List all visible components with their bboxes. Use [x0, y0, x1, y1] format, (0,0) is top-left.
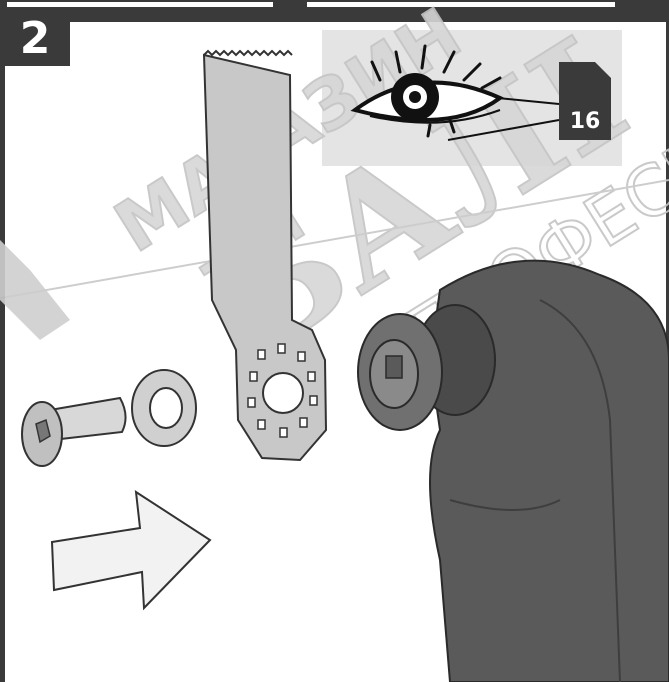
- page-reference-number: 16: [559, 109, 611, 134]
- arrow-right-icon: [52, 492, 210, 608]
- page-fold: [595, 62, 611, 78]
- step-number-badge: 2: [0, 12, 70, 66]
- screw: [22, 398, 126, 466]
- multi-tool: [358, 261, 669, 682]
- nut: [132, 370, 196, 446]
- page-reference-icon: 16: [559, 62, 611, 140]
